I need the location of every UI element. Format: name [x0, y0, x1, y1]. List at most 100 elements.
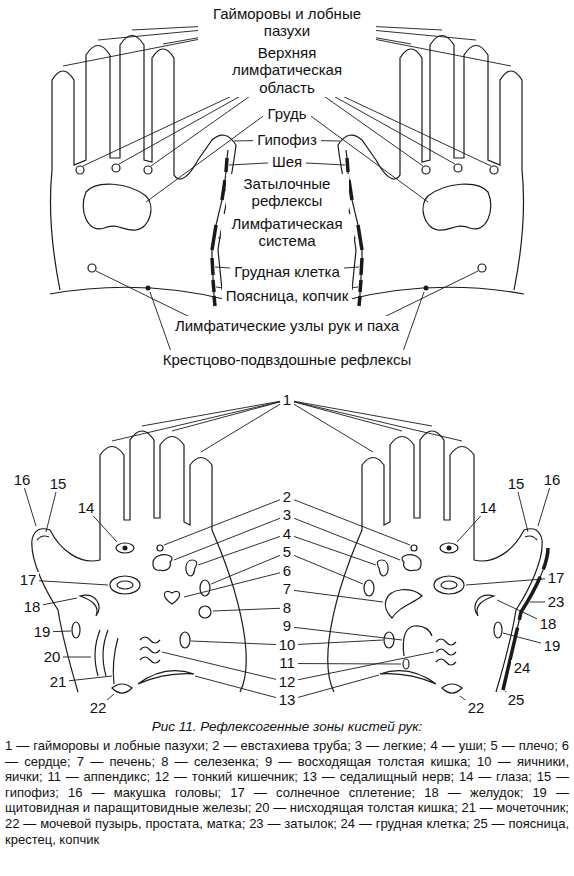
label-slot: 10	[276, 637, 299, 654]
callout-number: 16	[541, 472, 564, 489]
callout-number: 1	[280, 392, 294, 409]
label-slot: 14	[75, 500, 98, 517]
leader-line	[184, 571, 287, 597]
callout-number: 14	[477, 500, 500, 517]
label-slot: Гайморовы и лобные пазухи	[198, 4, 376, 41]
label-slot: 7	[280, 581, 294, 598]
intestine-zone	[436, 639, 456, 665]
label-slot: 15	[505, 476, 528, 493]
label-slot: Гипофиз	[253, 130, 321, 149]
label-slot: 22	[87, 700, 110, 717]
callout-number: 5	[280, 544, 294, 561]
leader-line	[287, 640, 383, 645]
label-slot: Грудная клетка	[230, 262, 344, 281]
callout-number: 16	[11, 472, 34, 489]
leader-line	[466, 578, 556, 585]
callout-number: 19	[541, 638, 564, 655]
label-slot: 4	[280, 526, 294, 543]
leader-line	[28, 580, 108, 585]
label-slot: Шея	[268, 152, 306, 171]
label-slot: Верхняя лимфатическая область	[221, 43, 354, 97]
callout-number: 15	[47, 476, 70, 493]
label-slot: Грудь	[263, 104, 310, 123]
label-slot: 24	[511, 660, 534, 677]
leader-line	[287, 553, 363, 585]
leader-line	[198, 534, 287, 565]
callout-number: 8	[280, 600, 294, 617]
ureter-zone	[113, 638, 118, 684]
label-slot: 17	[545, 570, 568, 587]
label-slot: Лимфатические узлы рук и паха	[171, 316, 403, 335]
label-slot: Затылочные рефлексы	[226, 174, 349, 211]
label-slot: 1 — гайморовы и лобные пазухи; 2 — евста…	[5, 738, 569, 847]
label-slot: 12	[276, 674, 299, 691]
label-slot: 14	[477, 500, 500, 517]
label-slot: 3	[280, 507, 294, 524]
label-slot: 25	[505, 692, 528, 709]
left-bottom-hand	[32, 431, 246, 693]
callout-number: 25	[505, 692, 528, 709]
figure-caption: Рис 11. Рефлексогенные зоны кистей рук:	[149, 719, 426, 734]
leader-line	[287, 675, 379, 701]
label-slot: 20	[41, 649, 64, 666]
callout-number: 18	[537, 616, 560, 633]
label-slot: 8	[280, 600, 294, 617]
callout-number: 20	[41, 649, 64, 666]
leader-line	[195, 676, 287, 701]
region-label: Затылочные рефлексы	[226, 174, 349, 211]
callout-number: 11	[276, 655, 298, 672]
callout-number: 10	[276, 637, 299, 654]
callout-number: 19	[31, 624, 54, 641]
leader-line	[287, 400, 462, 441]
leader-line	[211, 553, 287, 585]
colon-zone	[403, 626, 432, 656]
leader-line	[164, 497, 287, 545]
leader-line	[201, 400, 287, 452]
callout-number: 23	[545, 594, 568, 611]
callout-number: 22	[465, 700, 488, 717]
colon-zone	[95, 630, 108, 676]
label-slot: 2	[280, 489, 294, 506]
left-bottom-organs	[95, 591, 211, 684]
callout-number: 6	[280, 563, 294, 580]
callout-number: 3	[280, 507, 294, 524]
region-label: Лимфатическая система	[221, 214, 354, 251]
leader-line	[191, 641, 287, 645]
label-slot: 17	[17, 572, 40, 589]
region-label: Лимфатические узлы рук и паха	[171, 316, 403, 335]
leader-line	[287, 400, 373, 452]
label-slot: 6	[280, 563, 294, 580]
callout-number: 13	[276, 692, 299, 709]
region-label: Грудная клетка	[230, 262, 344, 281]
leader-line	[213, 608, 287, 611]
leader-line	[287, 627, 402, 641]
label-slot: Крестцово-подвздошные рефлексы	[159, 350, 415, 369]
leader-line	[287, 590, 383, 603]
label-slot: 22	[465, 700, 488, 717]
region-label: Верхняя лимфатическая область	[221, 43, 354, 97]
label-slot: 13	[276, 692, 299, 709]
callout-number: 17	[17, 572, 40, 589]
label-slot: Поясница, копчик	[222, 286, 353, 305]
leader-line	[287, 400, 402, 431]
caption-slot: Рис 11. Рефлексогенные зоны кистей рук:	[149, 719, 426, 734]
label-slot: Лимфатическая система	[221, 214, 354, 251]
label-slot: 19	[541, 638, 564, 655]
callout-number: 24	[511, 660, 534, 677]
region-label: Шея	[268, 152, 306, 171]
spleen-zone	[199, 606, 211, 618]
label-slot: 23	[545, 594, 568, 611]
label-slot: 21	[47, 674, 70, 691]
appendix-zone	[403, 659, 409, 669]
label-slot: 18	[21, 599, 44, 616]
label-slot: 11	[276, 655, 298, 672]
leader-line	[112, 400, 287, 441]
leader-line	[287, 652, 434, 682]
label-slot: 9	[280, 618, 294, 635]
callout-number: 22	[87, 700, 110, 717]
callout-number: 4	[280, 526, 294, 543]
leader-line	[287, 663, 401, 665]
right-bottom-organs	[385, 548, 548, 690]
leader-line	[162, 652, 287, 682]
leader-line	[287, 534, 376, 565]
